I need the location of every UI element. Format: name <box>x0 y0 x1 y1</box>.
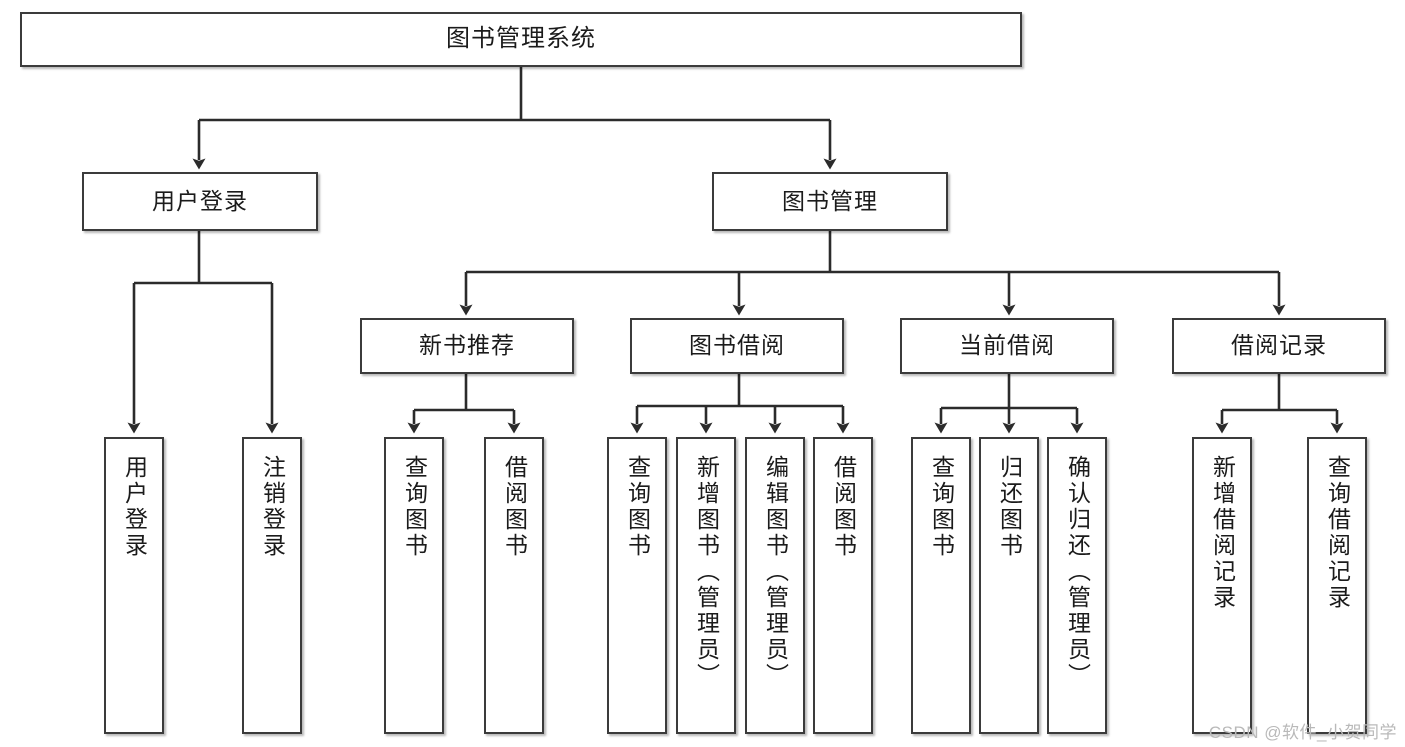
node-book-borrow[interactable]: 图书借阅 <box>630 318 844 374</box>
node-label: 查询图书 <box>401 455 428 559</box>
node-label: 归还图书 <box>996 455 1023 559</box>
node-leaf-query-borrow-record[interactable]: 查询借阅记录 <box>1307 437 1367 734</box>
node-label: 图书管理系统 <box>446 25 596 53</box>
node-label: 用户登录 <box>121 455 148 559</box>
node-label: 借阅记录 <box>1231 332 1327 359</box>
node-label: 当前借阅 <box>959 332 1055 359</box>
node-label: 编辑图书（管理员） <box>762 455 789 689</box>
node-label: 查询图书 <box>928 455 955 559</box>
node-label: 借阅图书 <box>501 455 528 559</box>
node-leaf-borrow-book[interactable]: 借阅图书 <box>813 437 873 734</box>
node-label: 新增借阅记录 <box>1209 455 1236 611</box>
node-label: 图书借阅 <box>689 332 785 359</box>
node-new-book-recommendation[interactable]: 新书推荐 <box>360 318 574 374</box>
node-leaf-add-borrow-record[interactable]: 新增借阅记录 <box>1192 437 1252 734</box>
node-leaf-query-book-recommend[interactable]: 查询图书 <box>384 437 444 734</box>
node-label: 查询图书 <box>624 455 651 559</box>
node-leaf-query-book-current[interactable]: 查询图书 <box>911 437 971 734</box>
node-leaf-query-book-borrow[interactable]: 查询图书 <box>607 437 667 734</box>
node-label: 确认归还（管理员） <box>1064 455 1091 689</box>
node-leaf-borrow-book-recommend[interactable]: 借阅图书 <box>484 437 544 734</box>
node-current-borrow[interactable]: 当前借阅 <box>900 318 1114 374</box>
node-label: 用户登录 <box>152 187 248 214</box>
node-label: 新书推荐 <box>419 332 515 359</box>
node-leaf-return-book[interactable]: 归还图书 <box>979 437 1039 734</box>
node-label: 借阅图书 <box>830 455 857 559</box>
node-label: 注销登录 <box>259 455 286 559</box>
node-label: 查询借阅记录 <box>1324 455 1351 611</box>
node-label: 图书管理 <box>782 187 878 214</box>
node-user-login[interactable]: 用户登录 <box>82 172 318 231</box>
node-label: 新增图书（管理员） <box>693 455 720 689</box>
node-leaf-logout[interactable]: 注销登录 <box>242 437 302 734</box>
node-root-book-management-system[interactable]: 图书管理系统 <box>20 12 1022 67</box>
csdn-watermark: CSDN @软件_小贺同学 <box>1208 723 1397 742</box>
node-leaf-add-book-admin[interactable]: 新增图书（管理员） <box>676 437 736 734</box>
node-leaf-edit-book-admin[interactable]: 编辑图书（管理员） <box>745 437 805 734</box>
node-leaf-confirm-return-admin[interactable]: 确认归还（管理员） <box>1047 437 1107 734</box>
node-borrow-record[interactable]: 借阅记录 <box>1172 318 1386 374</box>
node-book-management[interactable]: 图书管理 <box>712 172 948 231</box>
node-leaf-user-login[interactable]: 用户登录 <box>104 437 164 734</box>
